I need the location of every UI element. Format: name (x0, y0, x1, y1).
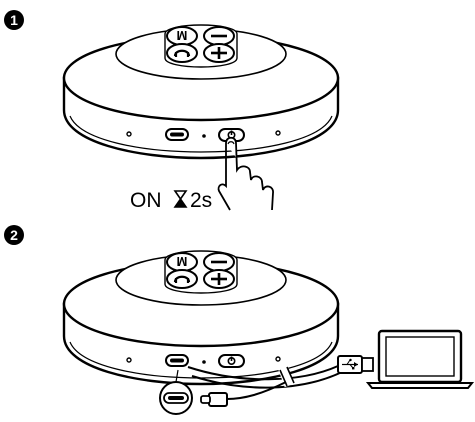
step-1-number: 1 (10, 12, 18, 28)
laptop-icon (365, 329, 475, 389)
finger-icon (225, 136, 274, 211)
usb-c-port-callout (159, 369, 193, 415)
usb-icon (342, 358, 358, 370)
step-1: 1 ON 2s (4, 10, 340, 212)
power-on-label: ON (130, 189, 162, 212)
hold-duration-label: 2s (190, 189, 212, 212)
usb-c-plug (200, 381, 287, 407)
step-2: 2 (4, 225, 475, 415)
hourglass-icon (173, 190, 188, 208)
speaker-device (62, 23, 340, 160)
step-2-badge (4, 225, 24, 245)
step-2-number: 2 (10, 227, 18, 243)
step-1-badge (4, 10, 24, 30)
speaker-device (62, 249, 340, 386)
